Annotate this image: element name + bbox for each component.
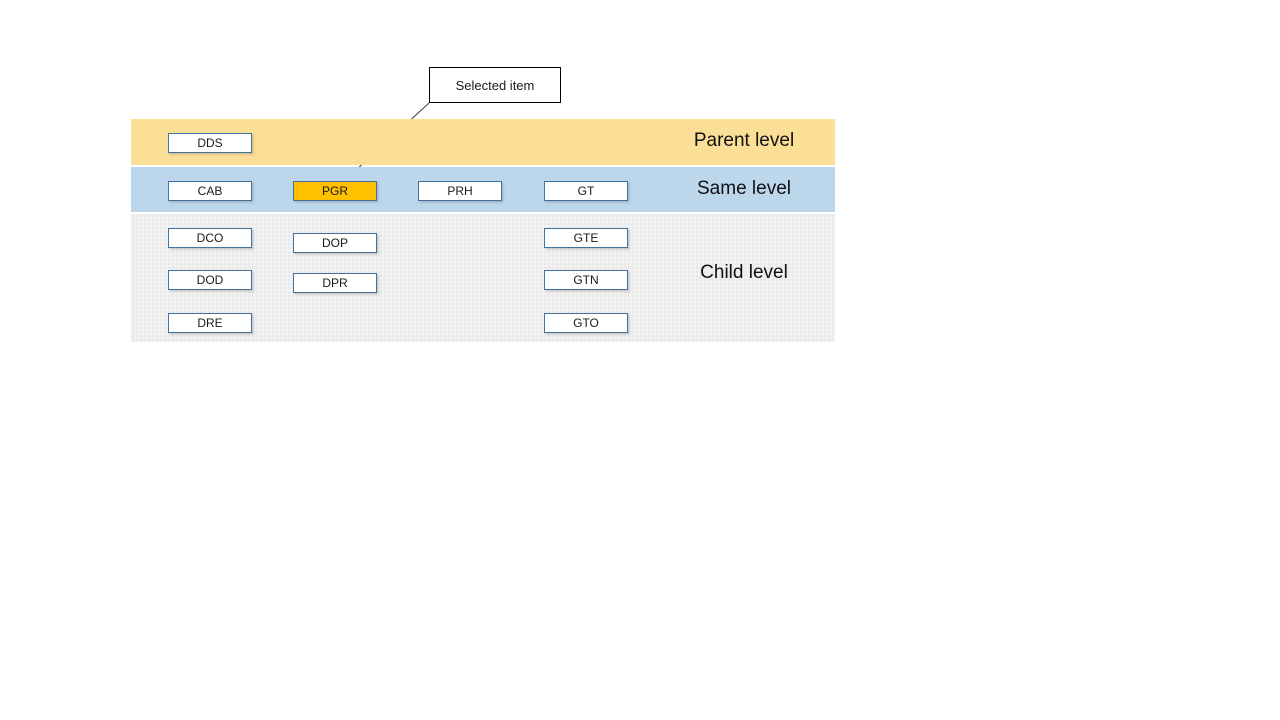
item-box[interactable]: DOD [168,270,252,290]
item-box[interactable]: DPR [293,273,377,293]
same-level-band: Same level CAB PGR PRH GT [131,167,835,212]
item-box[interactable]: GTO [544,313,628,333]
item-box[interactable]: GTE [544,228,628,248]
parent-level-band: Parent level DDS [131,119,835,165]
item-box[interactable]: DRE [168,313,252,333]
parent-level-label: Parent level [693,130,795,151]
item-box[interactable]: GT [544,181,628,201]
item-box[interactable]: DOP [293,233,377,253]
same-level-label: Same level [697,178,791,199]
selected-item-callout: Selected item [429,67,561,103]
item-box-selected[interactable]: PGR [293,181,377,201]
item-box[interactable]: CAB [168,181,252,201]
item-box[interactable]: GTN [544,270,628,290]
item-box[interactable]: DCO [168,228,252,248]
child-level-label: Child level [700,262,788,283]
child-level-band: Child level DCO DOD DRE DOP DPR GTE GTN GTO [131,214,835,342]
item-box[interactable]: PRH [418,181,502,201]
item-box[interactable]: DDS [168,133,252,153]
selected-item-callout-label: Selected item [455,77,535,93]
